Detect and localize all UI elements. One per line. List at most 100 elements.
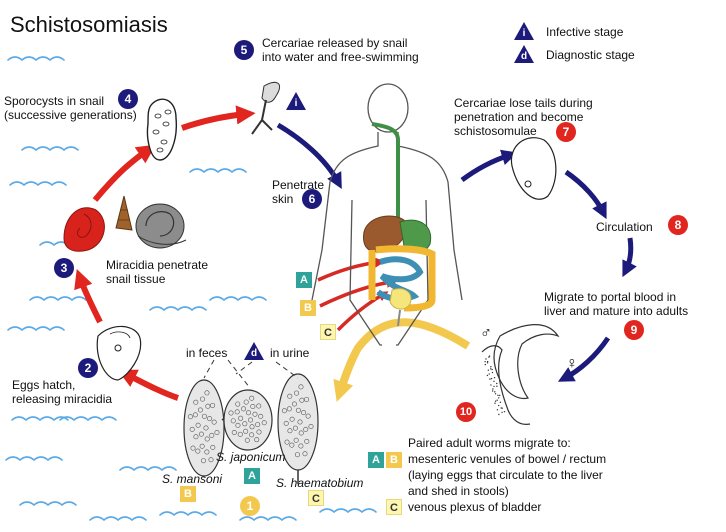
egg-cell (254, 437, 260, 443)
step-10-badge: 10 (456, 402, 476, 422)
egg-cell (261, 420, 267, 426)
arrow-sporocysts-to-cercariae (181, 105, 256, 131)
species-haematobium-label: S. haematobium (276, 476, 364, 490)
human-body (311, 83, 463, 346)
step-8-badge: 8 (668, 215, 688, 235)
egg-cell (234, 409, 240, 415)
egg-cell (294, 390, 300, 396)
worm-dot (491, 371, 494, 374)
egg-cell (287, 428, 293, 434)
egg-cell (204, 436, 210, 442)
worm-dot (497, 397, 500, 399)
egg-cell (235, 401, 241, 407)
esophagus (371, 122, 400, 222)
diagram-title: Schistosomiasis (10, 12, 168, 37)
large-intestine (368, 245, 436, 312)
egg-cell (199, 443, 205, 449)
worm-dot (496, 385, 498, 387)
adult-route-c-tag: C (386, 499, 402, 515)
egg-cell (193, 434, 199, 440)
worm-dot (484, 363, 487, 366)
water-wave (9, 181, 67, 187)
water-wave (149, 306, 207, 312)
egg-cell (308, 423, 314, 429)
worm-dot (487, 369, 490, 371)
species-haematobium-tag: C (308, 490, 324, 506)
snail-red (63, 207, 105, 252)
water-wave (29, 296, 87, 302)
egg-cell (209, 432, 215, 438)
schistosomulum-shape (510, 137, 557, 200)
species-japonicum-tag: A (244, 468, 260, 484)
egg-cell (197, 407, 203, 413)
worm-dot (491, 368, 493, 371)
route-a-square: A (296, 272, 312, 288)
egg-cell (302, 451, 308, 457)
step-7-label: Cercariae lose tails during penetration … (454, 96, 593, 138)
egg-cell (190, 445, 196, 451)
egg-cell (291, 401, 297, 407)
worm-dot (490, 384, 492, 386)
egg-cell (205, 403, 211, 409)
arrow-miracidia-to-snail (74, 268, 103, 324)
egg-cell (243, 399, 249, 405)
egg-cell (287, 393, 293, 399)
water-wave (89, 516, 147, 522)
egg-cell (243, 428, 249, 434)
water-wave (5, 456, 63, 462)
arrow-to-portal (622, 237, 637, 278)
step-6-label: Penetrate skin (272, 178, 325, 206)
egg-cell (247, 417, 253, 423)
egg-cell (284, 439, 290, 445)
egg-cell (238, 415, 244, 421)
diagnostic-triangle-icon (514, 45, 534, 63)
egg-cell (214, 429, 220, 435)
cercaria-shape (251, 81, 280, 135)
legend-infective-label: Infective stage (546, 25, 624, 39)
step-4-badge: 4 (118, 89, 138, 109)
step-6-badge: 6 (302, 189, 322, 209)
arrow-eggs-to-miracidia (117, 369, 179, 401)
egg-cell (187, 414, 193, 420)
egg-cell (298, 430, 304, 436)
worm-dot (493, 385, 495, 388)
water-wave (59, 416, 117, 422)
egg-cell (298, 384, 304, 390)
egg-cell (304, 438, 310, 444)
egg-cell (203, 425, 209, 431)
snail-grey (135, 203, 187, 249)
egg-japonicum (223, 389, 273, 451)
worm-dot (488, 355, 491, 357)
egg-cell (200, 458, 206, 464)
egg-cell (299, 397, 305, 403)
species-mansoni-label: S. mansoni (162, 472, 223, 486)
water-wave (209, 296, 267, 302)
sporocyst-blob (152, 129, 160, 135)
arrow-snail-to-sporocysts (92, 144, 156, 202)
infective-stage-marker-icon (286, 92, 306, 110)
worm-dot (484, 360, 486, 363)
step-3-label: Miracidia penetrate snail tissue (106, 258, 209, 286)
worm-dot (498, 413, 500, 416)
worm-dot (498, 394, 501, 397)
egg-cell (286, 406, 292, 412)
worm-dot (491, 390, 494, 392)
worm-dot (493, 380, 495, 382)
egg-cell (237, 431, 243, 437)
egg-haematobium (277, 373, 319, 484)
water-wave (239, 516, 297, 522)
bladder (389, 288, 412, 310)
step-8-label: Circulation (596, 220, 653, 234)
egg-cell (195, 448, 201, 454)
egg-cell (204, 390, 210, 396)
worm-dot (486, 374, 489, 377)
worm-dot (488, 356, 490, 358)
worm-dot (493, 377, 496, 379)
egg-cell (231, 429, 237, 435)
miracidium-shape (96, 325, 142, 381)
egg-cell (211, 419, 217, 425)
egg-cell (297, 419, 303, 425)
egg-cell (235, 422, 241, 428)
egg-cell (283, 420, 289, 426)
